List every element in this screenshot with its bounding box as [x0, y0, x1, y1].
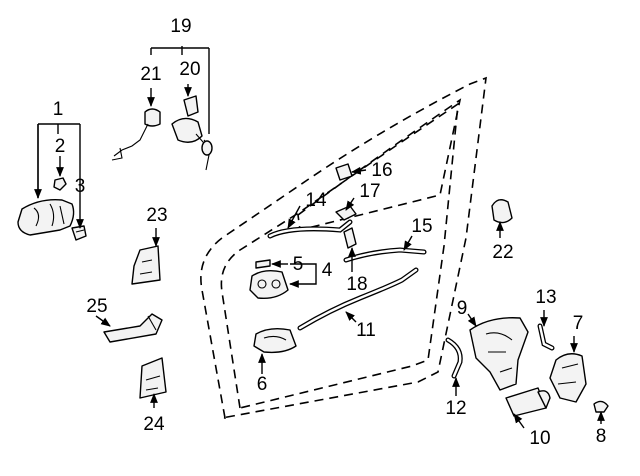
- callout-23: 23: [146, 205, 167, 226]
- callout-labels: 19 21 20 1 2 3 23 25 24 14 17 16 15 5 4 …: [53, 16, 607, 449]
- callout-4: 4: [322, 260, 333, 281]
- inside-handle-bezel-part: [249, 269, 289, 300]
- callout-12: 12: [445, 398, 466, 419]
- callout-16: 16: [371, 160, 392, 181]
- link-rod-part: [537, 323, 555, 351]
- rod-guide-part: [343, 227, 357, 249]
- callout-19: 19: [170, 16, 191, 37]
- screw-5-part: [255, 259, 271, 269]
- callout-1: 1: [53, 99, 64, 120]
- callout-17: 17: [359, 181, 380, 202]
- lock-actuator-part: [469, 317, 529, 391]
- callout-15: 15: [411, 216, 432, 237]
- lock-knob-part: [335, 163, 353, 181]
- callout-7: 7: [573, 313, 584, 334]
- inside-handle-part: [253, 327, 297, 354]
- door-outline: [200, 76, 487, 419]
- callout-8: 8: [596, 426, 607, 447]
- callout-24: 24: [143, 414, 165, 435]
- callout-2: 2: [55, 136, 66, 157]
- callout-21: 21: [140, 64, 161, 85]
- outside-handle-part: [17, 199, 75, 236]
- callout-9: 9: [457, 298, 468, 319]
- leader-lines: [34, 46, 605, 429]
- callout-14: 14: [305, 190, 327, 211]
- callout-25: 25: [86, 296, 107, 317]
- upper-hinge-part: [131, 245, 161, 285]
- upper-lock-rod-part: [267, 219, 353, 239]
- callout-13: 13: [535, 287, 556, 308]
- screw-part: [53, 177, 67, 191]
- callout-18: 18: [346, 274, 367, 295]
- callout-20: 20: [179, 59, 200, 80]
- clip-22-part: [491, 199, 513, 224]
- callout-5: 5: [293, 254, 304, 275]
- callout-6: 6: [257, 374, 268, 395]
- lock-cylinder-wire-part: [111, 108, 161, 161]
- bumper-part: [593, 400, 609, 413]
- lock-rod-part: [343, 247, 427, 263]
- check-strap-part: [103, 313, 163, 343]
- rod-clip-part: [335, 205, 357, 221]
- lower-hinge-part: [139, 357, 167, 399]
- door-latch-part: [549, 353, 587, 403]
- actuator-motor-part: [505, 387, 551, 417]
- callout-11: 11: [356, 320, 376, 341]
- remote-rod-part: [297, 267, 419, 331]
- callout-10: 10: [529, 428, 550, 449]
- callout-22: 22: [492, 242, 513, 263]
- seal-hose-part: [445, 337, 463, 379]
- bolt-part: [71, 225, 87, 241]
- lock-cylinder-keys-part: [171, 95, 213, 171]
- callout-3: 3: [75, 176, 86, 197]
